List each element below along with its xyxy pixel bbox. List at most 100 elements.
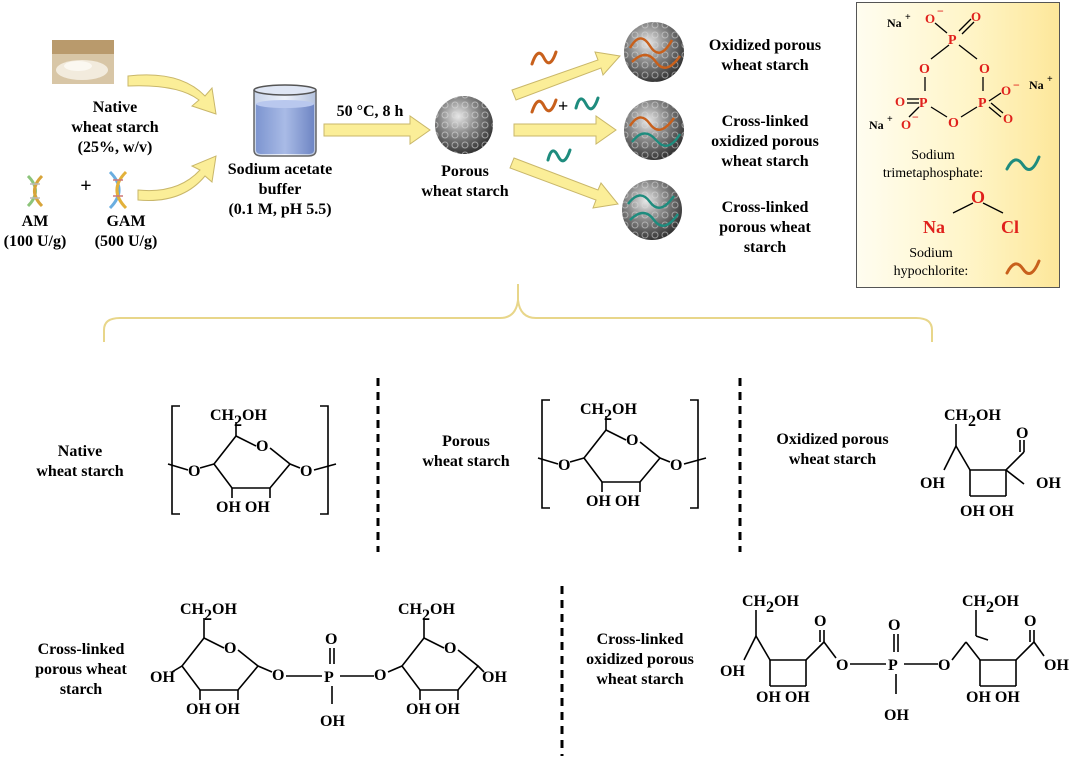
svg-text:OH: OH — [612, 401, 637, 418]
arrow-porous-to-crosslinked-oxidized — [513, 115, 617, 145]
stmp-label-1: Sodium — [911, 148, 955, 163]
buffer-label: Sodium acetate buffer (0.1 M, pH 5.5) — [227, 161, 333, 218]
stmp-label-2: trimetaphosphate: — [883, 166, 983, 181]
crosslinked-oxidized-starch-sphere — [624, 100, 684, 160]
stmp-o-minus1: O — [925, 11, 935, 26]
svg-text:−: − — [912, 110, 919, 124]
svg-text:OH: OH — [976, 407, 1001, 424]
porous-starch-structure: CH 2 OH O O O OH OH — [537, 399, 707, 510]
svg-text:O: O — [558, 457, 570, 474]
oxidized-starch-structure: CH 2 OH O OH OH OH OH — [920, 407, 1061, 520]
stmp-o-top: O — [971, 9, 981, 24]
arrow-buffer-to-porous — [323, 115, 431, 145]
svg-text:CH: CH — [962, 593, 987, 610]
starch-powder-image — [52, 40, 114, 84]
svg-text:+: + — [1047, 74, 1053, 85]
svg-text:OH OH: OH OH — [586, 493, 640, 510]
stmp-o-right: O — [1003, 111, 1013, 126]
stmp-o-minus2: O — [1001, 83, 1011, 98]
am-enzyme-icon — [26, 174, 44, 208]
structure-oxidized-label: Oxidized porous wheat starch — [776, 431, 889, 468]
svg-text:O: O — [444, 640, 456, 657]
stmp-o-minus3: O — [901, 117, 911, 132]
native-starch-label: Native wheat starch (25%, w/v) — [71, 99, 159, 156]
svg-text:2: 2 — [422, 607, 430, 624]
svg-text:CH: CH — [742, 593, 767, 610]
na-3: Na — [869, 118, 884, 132]
na-2: Na — [1029, 78, 1044, 92]
svg-text:O: O — [814, 613, 826, 630]
stmp-p3: P — [978, 96, 987, 111]
svg-text:2: 2 — [234, 413, 242, 430]
naocl-na: Na — [923, 217, 945, 237]
svg-text:OH: OH — [884, 707, 909, 724]
svg-text:OH OH: OH OH — [406, 701, 460, 718]
stmp-legend-wave-icon — [1005, 155, 1041, 171]
svg-text:O: O — [224, 640, 236, 657]
svg-text:P: P — [888, 657, 898, 674]
reagent-legend: P O O P P O O O − O O − O O − Na + Na + … — [856, 2, 1060, 288]
stmp-p2: P — [919, 96, 928, 111]
arrow-porous-to-oxidized — [511, 51, 621, 101]
arrow-enzymes-to-buffer — [137, 155, 217, 201]
svg-text:O: O — [1024, 613, 1036, 630]
porous-starch-sphere — [435, 96, 493, 154]
naocl-o: O — [971, 187, 985, 207]
naocl-label-1: Sodium — [909, 246, 953, 261]
legend-graphics: P O O P P O O O − O O − O O − Na + Na + … — [869, 4, 1053, 279]
native-starch-structure: CH 2 OH O O O OH OH — [167, 405, 337, 516]
naocl-legend-wave-icon — [1005, 259, 1041, 275]
svg-text:OH OH: OH OH — [216, 499, 270, 516]
svg-text:2: 2 — [968, 413, 976, 430]
stmp-p1: P — [948, 33, 957, 48]
svg-text:−: − — [1013, 78, 1020, 92]
svg-text:CH: CH — [580, 401, 605, 418]
structure-porous-label: Porous wheat starch — [422, 433, 510, 470]
crosslinked-oxidized-structure: CH 2 OH OH O OH OH O P O OH O CH 2 OH O — [720, 593, 1069, 724]
svg-text:O: O — [300, 463, 312, 480]
svg-text:OH: OH — [1044, 657, 1069, 674]
naocl-wave-icon — [530, 50, 558, 66]
stmp-o2: O — [979, 62, 990, 77]
svg-text:OH: OH — [994, 593, 1019, 610]
gam-enzyme-icon — [108, 170, 128, 210]
svg-text:OH: OH — [320, 713, 345, 730]
condition-label: 50 °C, 8 h — [336, 103, 404, 120]
svg-text:OH OH: OH OH — [756, 689, 810, 706]
product-crosslinked-label: Cross-linked porous wheat starch — [719, 199, 811, 256]
plus-reagents: + — [558, 96, 568, 116]
svg-text:CH: CH — [398, 601, 423, 618]
structure-crosslinked-oxidized-label: Cross-linked oxidized porous wheat starc… — [586, 631, 694, 688]
svg-text:OH: OH — [720, 663, 745, 680]
crosslinked-starch-sphere — [622, 180, 682, 240]
svg-text:OH: OH — [1036, 475, 1061, 492]
stmp-o-left: O — [895, 94, 905, 109]
svg-text:O: O — [1016, 425, 1028, 442]
svg-text:OH: OH — [212, 601, 237, 618]
gam-label: GAM (500 U/g) — [94, 213, 158, 250]
structure-native-label: Native wheat starch — [36, 443, 124, 480]
svg-text:OH: OH — [920, 475, 945, 492]
am-label: AM (100 U/g) — [3, 213, 67, 250]
svg-text:CH: CH — [180, 601, 205, 618]
svg-text:−: − — [937, 4, 944, 18]
product-crosslinked-oxidized-label: Cross-linked oxidized porous wheat starc… — [711, 113, 819, 170]
svg-text:2: 2 — [604, 407, 612, 424]
svg-text:OH OH: OH OH — [966, 689, 1020, 706]
svg-text:CH: CH — [210, 407, 235, 424]
stmp-o1: O — [919, 62, 930, 77]
svg-text:O: O — [888, 617, 900, 634]
product-oxidized-label: Oxidized porous wheat starch — [708, 37, 822, 74]
svg-text:OH: OH — [774, 593, 799, 610]
svg-text:OH OH: OH OH — [960, 503, 1014, 520]
arrow-native-to-buffer — [127, 74, 217, 115]
svg-text:2: 2 — [986, 599, 994, 616]
svg-text:OH: OH — [150, 669, 175, 686]
stmp-wave-icon — [574, 96, 600, 111]
svg-text:OH OH: OH OH — [186, 701, 240, 718]
na-1: Na — [887, 16, 902, 30]
svg-text:CH: CH — [944, 407, 969, 424]
svg-text:O: O — [188, 463, 200, 480]
naocl-label-2: hypochlorite: — [894, 264, 969, 279]
